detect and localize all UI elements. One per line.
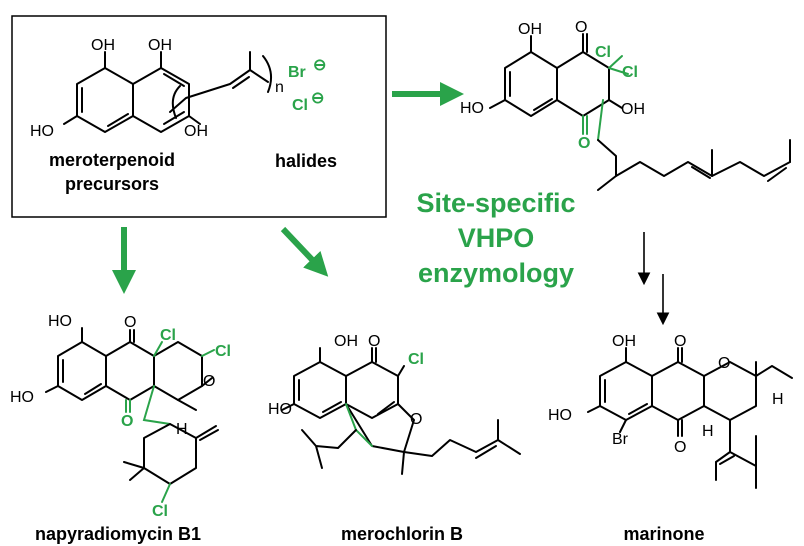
intermediate-oh-2: OH [621,101,645,118]
precursor-box [11,15,387,218]
napyradiomycin-name: napyradiomycin B1 [35,524,201,544]
marinone-structure [587,347,793,489]
intermediate-ketone-o: O [575,19,587,36]
precursor-n: n [275,79,284,96]
headline-line-3: enzymology [418,258,574,288]
merochlorin-o-ring: O [410,411,422,428]
headline-line-1: Site-specific [416,188,575,218]
headline-line-2: VHPO [458,223,535,253]
bromide-charge: ⊖ [313,57,326,74]
precursor-structure [63,51,273,133]
merochlorin-oh: OH [334,333,358,350]
napyradiomycin-ho-2: HO [10,389,34,406]
marinone-name: marinone [623,524,704,544]
merochlorin-o-1: O [368,333,380,350]
marinone-o-2: O [674,439,686,456]
bromide-ion: Br [288,64,306,81]
intermediate-cl-1: Cl [595,44,611,61]
napyradiomycin-o-green: O [121,413,133,430]
intermediate-cl-2: Cl [622,64,638,81]
napyradiomycin-structure [45,327,219,503]
merochlorin-cl: Cl [408,351,424,368]
halides-label: halides [275,151,337,171]
marinone-oh: OH [612,333,636,350]
precursor-oh-2: OH [148,37,172,54]
intermediate-ho: HO [460,100,484,117]
napyradiomycin-h: H [176,421,188,438]
merochlorin-structure [281,347,521,475]
marinone-o-1: O [674,333,686,350]
napyradiomycin-o-ring: O [203,373,215,390]
napyradiomycin-o-1: O [124,314,136,331]
arrow-to-merochlorin [280,226,329,277]
chloride-ion: Cl [292,97,308,114]
chloride-charge: ⊖ [311,90,324,107]
merochlorin-name: merochlorin B [341,524,463,544]
intermediate-structure [489,33,791,191]
meroterpenoid-label: meroterpenoid [49,150,175,170]
napyradiomycin-cl-3: Cl [152,503,168,520]
marinone-o-ring: O [718,355,730,372]
precursors-label: precursors [65,174,159,194]
intermediate-o-green: O [578,135,590,152]
marinone-h-2: H [772,391,784,408]
marinone-br: Br [612,431,629,448]
napyradiomycin-cl-1: Cl [160,327,176,344]
precursor-oh-1: OH [91,37,115,54]
intermediate-oh: OH [518,21,542,38]
merochlorin-ho: HO [268,401,292,418]
marinone-ho: HO [548,407,572,424]
precursor-ho: HO [30,123,54,140]
napyradiomycin-ho-1: HO [48,313,72,330]
marinone-h-1: H [702,423,714,440]
precursor-oh-3: OH [184,123,208,140]
napyradiomycin-cl-2: Cl [215,343,231,360]
